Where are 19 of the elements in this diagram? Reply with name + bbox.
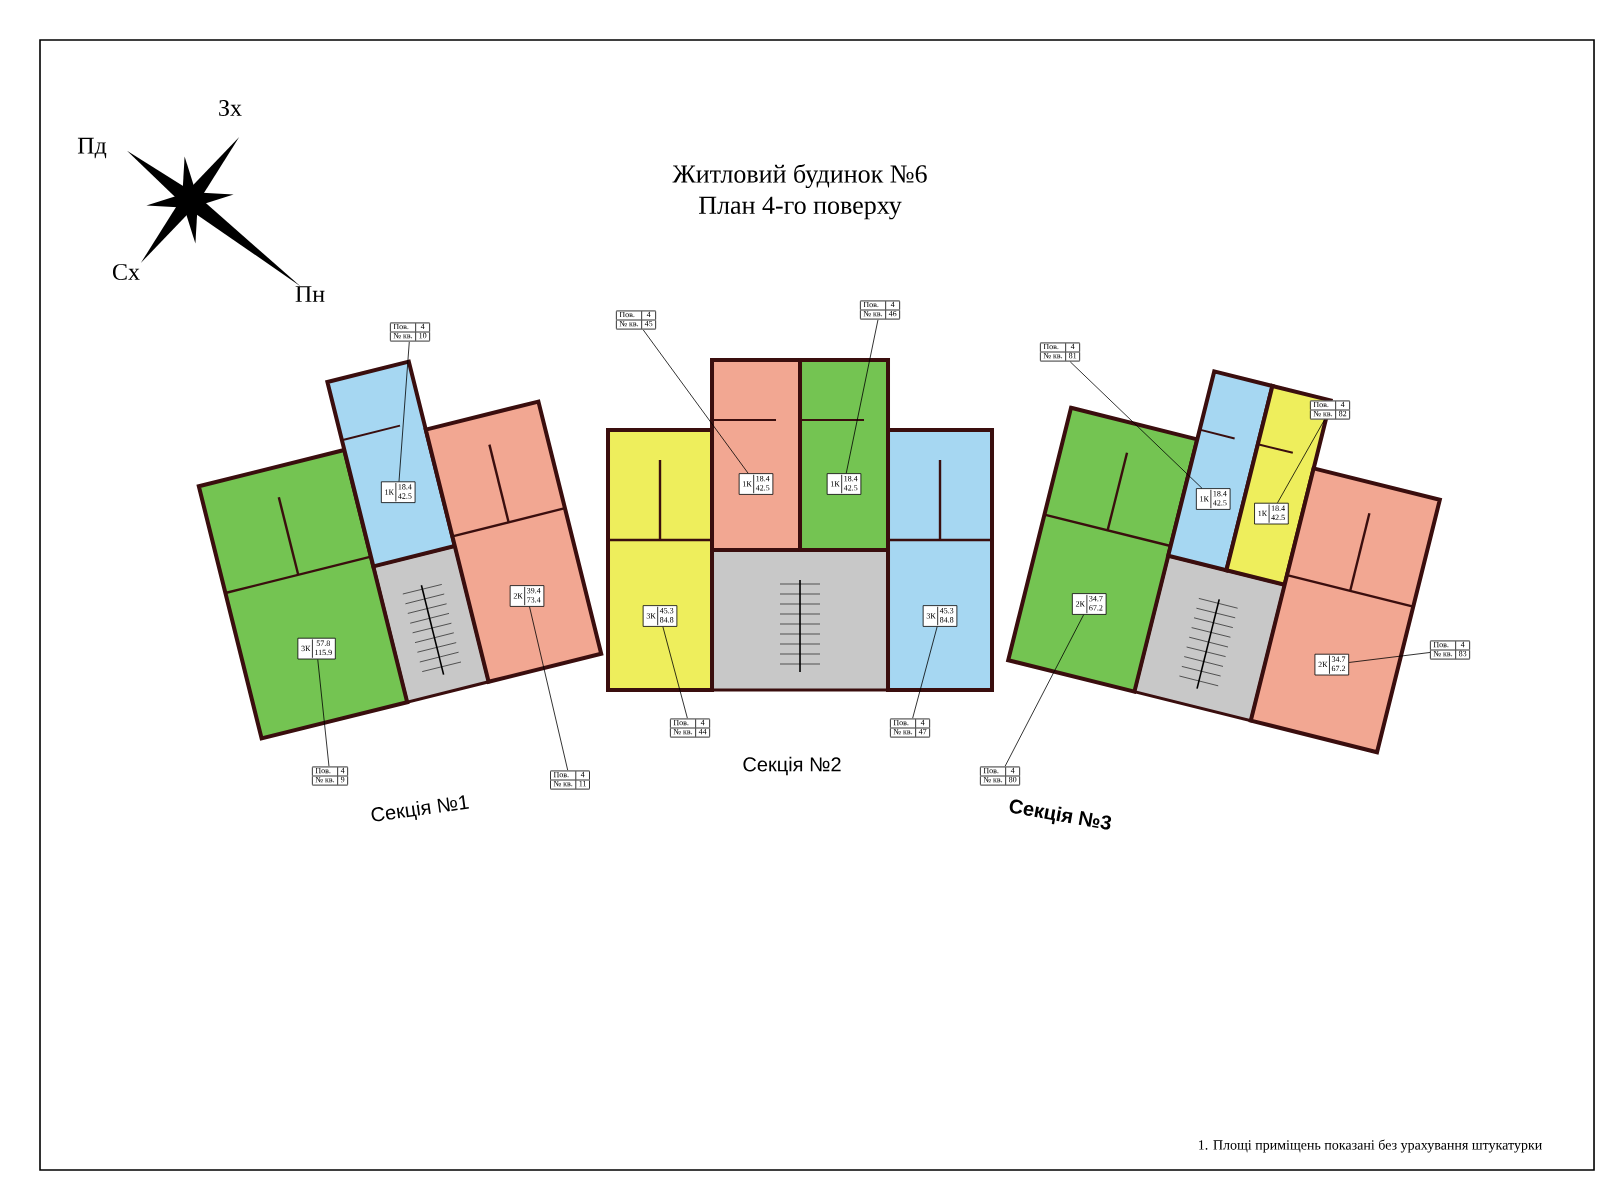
leader-line: [529, 606, 569, 771]
leader-line: [317, 659, 330, 767]
leader-line: [642, 329, 749, 474]
compass-label: Пн: [295, 286, 325, 302]
leader-line: [1348, 652, 1431, 663]
leader-line: [662, 626, 688, 719]
section-label: Секція №3: [1009, 799, 1112, 830]
leader-line: [1277, 419, 1325, 504]
subtitle: План 4-го поверху: [699, 196, 902, 220]
section-label: Секція №1: [371, 795, 469, 822]
leader-line: [845, 319, 879, 474]
compass-label: Пд: [77, 137, 107, 159]
leader-line: [1069, 361, 1203, 489]
compass-label: Сх: [112, 263, 140, 281]
leader-line: [1004, 614, 1084, 767]
compass-label: Зх: [219, 99, 242, 117]
section-label: Секція №2: [743, 756, 841, 776]
leader-line: [912, 626, 938, 719]
title: Житловий будинок №6: [672, 163, 927, 189]
